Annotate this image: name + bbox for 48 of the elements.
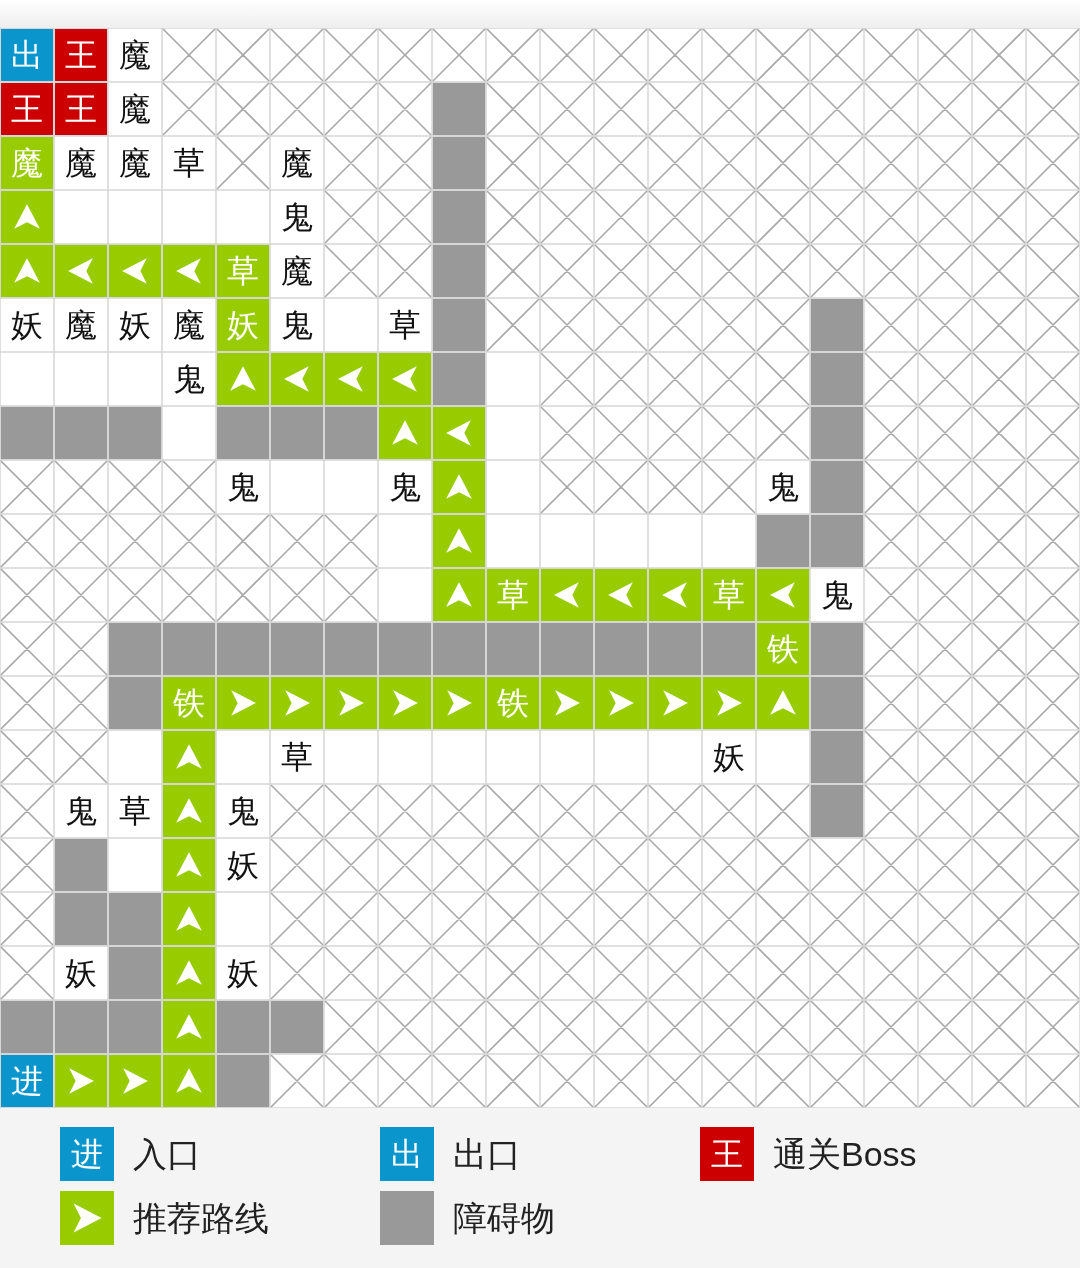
path-cell: 铁 [486,676,540,730]
legend-label: 出口 [453,1137,521,1171]
map-label: 鬼 [821,579,853,611]
map-label: 草 [173,147,205,179]
map-label: 妖 [119,309,151,341]
map-label: 魔 [281,147,313,179]
map-label: 魔 [119,39,151,71]
boss-cell: 王 [0,82,54,136]
legend-swatch: 进 [60,1127,114,1181]
legend-swatch: 王 [700,1127,754,1181]
map-label: 魔 [65,309,97,341]
map-label: 魔 [65,147,97,179]
map-label: 草 [119,795,151,827]
map-label: 妖 [713,741,745,773]
map-label: 草 [389,309,421,341]
map-label: 鬼 [389,471,421,503]
boss-cell: 王 [54,28,108,82]
legend-label: 入口 [133,1137,201,1171]
path-cell: 妖 [216,298,270,352]
map-label: 鬼 [227,471,259,503]
path-cell: 魔 [0,136,54,190]
entrance-cell: 进 [0,1054,54,1108]
map-label: 草 [281,741,313,773]
map-label: 妖 [65,957,97,989]
path-cell: 草 [702,568,756,622]
legend-label: 通关Boss [773,1137,917,1171]
map-label: 鬼 [173,363,205,395]
map-label: 魔 [281,255,313,287]
path-cell: 铁 [756,622,810,676]
map-label: 魔 [173,309,205,341]
map-label: 鬼 [281,201,313,233]
map-label: 鬼 [65,795,97,827]
map-label: 妖 [227,957,259,989]
map-label: 鬼 [767,471,799,503]
map-label: 妖 [227,849,259,881]
map-label: 鬼 [281,309,313,341]
legend-swatch: 出 [380,1127,434,1181]
path-cell: 铁 [162,676,216,730]
map-label: 魔 [119,147,151,179]
legend-label: 障碍物 [453,1201,555,1235]
exit-cell: 出 [0,28,54,82]
path-cell: 草 [486,568,540,622]
map-label: 鬼 [227,795,259,827]
map-label: 妖 [11,309,43,341]
boss-cell: 王 [54,82,108,136]
legend-label: 推荐路线 [133,1201,269,1235]
map-label: 魔 [119,93,151,125]
path-cell: 草 [216,244,270,298]
